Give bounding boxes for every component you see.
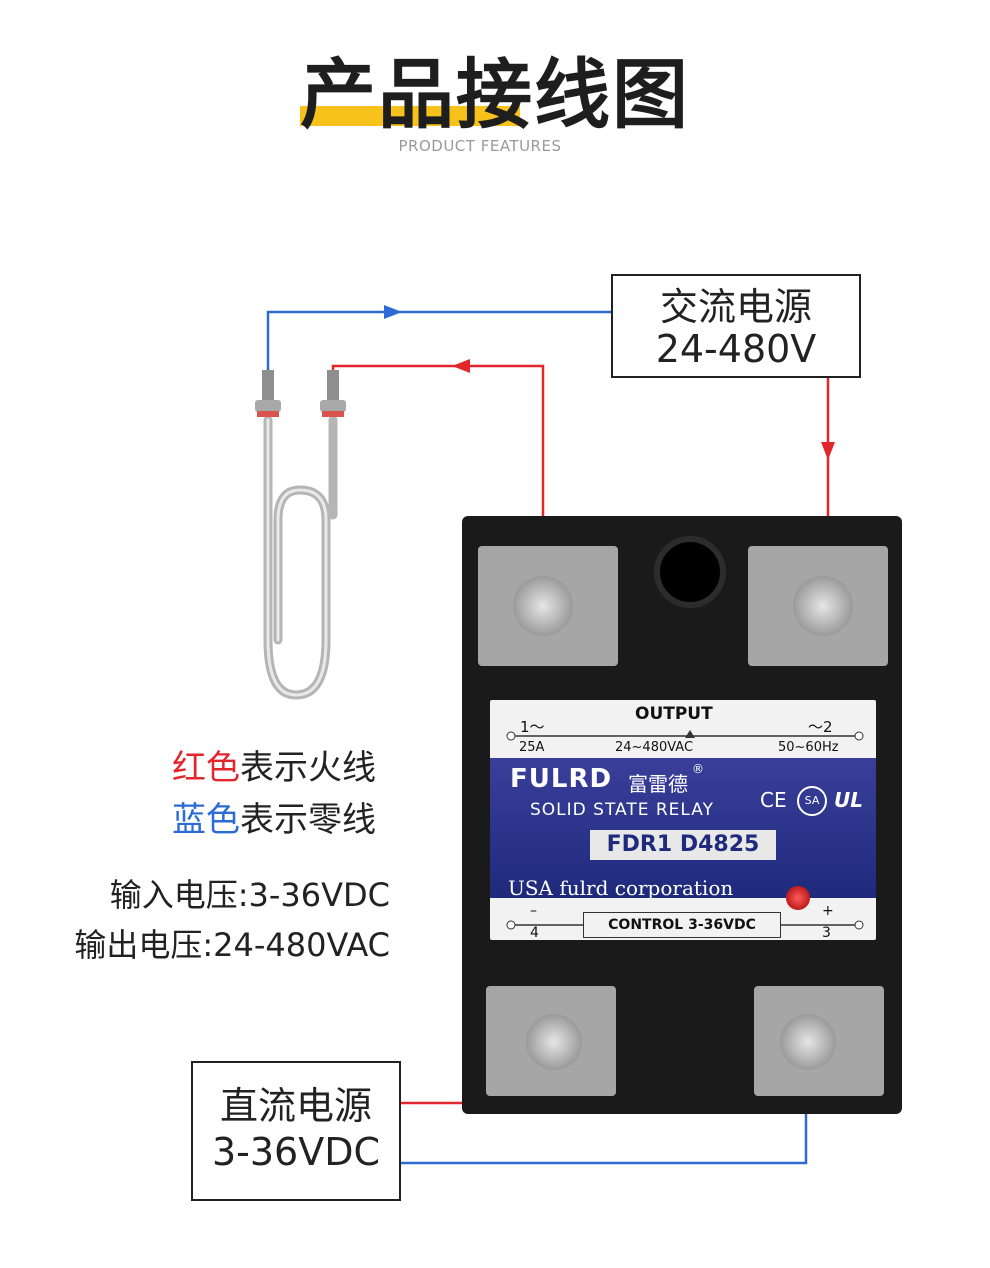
legend-live-term: 红色 [172, 748, 240, 788]
live-wire-load [331, 364, 545, 598]
live-arrow-ac [821, 442, 835, 460]
screw-terminal-2 [793, 576, 853, 636]
mounting-hole [654, 536, 726, 608]
rated-voltage: 24~480VAC [615, 740, 694, 755]
dc-power-label: 直流电源 [219, 1084, 372, 1128]
legend-neutral: 蓝色表示零线 [172, 792, 376, 841]
csa-mark-icon: SA [797, 786, 827, 816]
registered-mark: ® [692, 762, 704, 776]
terminal-4-polarity: – [530, 903, 537, 919]
output-title: OUTPUT [635, 704, 713, 724]
rated-current: 25A [519, 740, 545, 755]
output-voltage-spec: 输出电压:24-480VAC [74, 926, 390, 964]
relay-blue-band [490, 758, 876, 898]
terminal-2-label: ～2 [808, 718, 833, 736]
ce-mark-icon: CE [760, 788, 787, 812]
legend-live-text: 表示火线 [240, 748, 376, 788]
ac-power-box: 交流电源 24-480V [611, 274, 861, 378]
brand-chinese: 富雷德 [628, 772, 688, 796]
legend-neutral-term: 蓝色 [172, 800, 240, 840]
screw-terminal-4 [526, 1014, 582, 1070]
model-number: FDR1 D4825 [590, 830, 776, 860]
control-voltage: CONTROL 3-36VDC [583, 912, 781, 938]
live-arrow-load [452, 359, 470, 373]
terminal-3-polarity: + [822, 903, 834, 919]
ac-power-voltage: 24-480V [655, 327, 817, 371]
ac-power-label: 交流电源 [659, 285, 812, 329]
legend-neutral-text: 表示零线 [240, 800, 376, 840]
output-line [506, 730, 864, 741]
neutral-wire-ac [266, 310, 611, 372]
legend-live: 红色表示火线 [172, 740, 376, 789]
dc-power-box: 直流电源 3-36VDC [191, 1061, 401, 1201]
neutral-arrow [384, 305, 402, 319]
terminal-1-label: 1～ [520, 718, 545, 736]
screw-terminal-1 [513, 576, 573, 636]
page-title: 产品接线图 [300, 50, 690, 139]
relay-type: SOLID STATE RELAY [530, 800, 714, 820]
terminal-3-label: 3 [822, 925, 831, 941]
terminal-4-label: 4 [530, 925, 539, 941]
status-led [786, 886, 810, 910]
rated-frequency: 50~60Hz [778, 740, 839, 755]
input-voltage-spec: 输入电压:3-36VDC [109, 876, 390, 914]
ul-mark-icon: UL [834, 788, 863, 812]
screw-terminal-3 [780, 1014, 836, 1070]
page-subtitle: PRODUCT FEATURES [398, 137, 562, 155]
heater-element [263, 415, 338, 700]
title-underline [300, 106, 520, 126]
brand-logo: FULRD [510, 764, 613, 794]
dc-power-voltage: 3-36VDC [211, 1130, 381, 1174]
heater-terminals [255, 370, 346, 417]
company-name: USA fulrd corporation [508, 876, 734, 900]
